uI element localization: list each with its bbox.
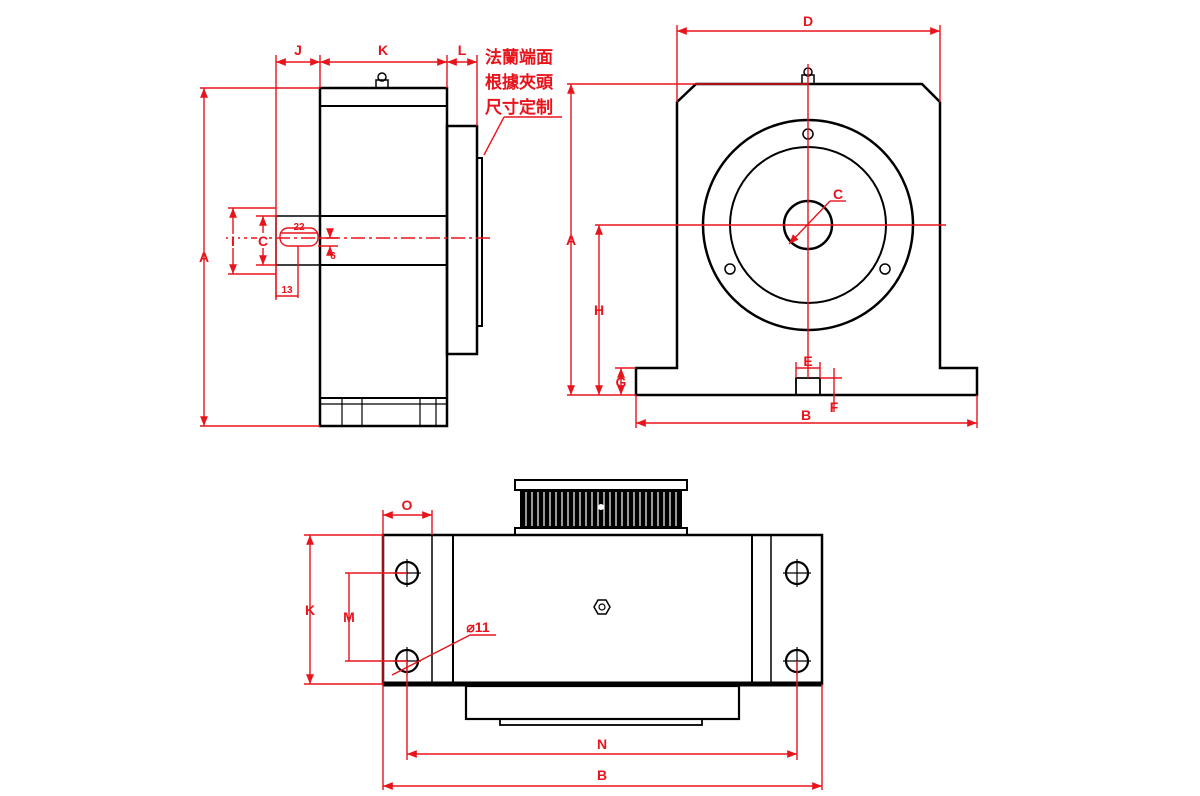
flange-note-line-2: 根據夾頭 bbox=[485, 72, 554, 93]
dim-m-label: M bbox=[343, 609, 355, 625]
grease-fitting-icon bbox=[375, 72, 389, 89]
dim-hole-leader bbox=[391, 634, 471, 676]
flange-note-line-1: 法蘭端面 bbox=[485, 47, 553, 68]
dim-c-side-label: C bbox=[258, 233, 268, 249]
dim-b-front-label: B bbox=[801, 407, 811, 423]
dim-k-label: K bbox=[378, 42, 388, 58]
bolt-hole-icon bbox=[879, 263, 891, 275]
grease-fitting-icon bbox=[593, 599, 611, 615]
pulley-rim bbox=[514, 479, 688, 491]
dim-d-label: D bbox=[803, 13, 813, 29]
flange-face bbox=[476, 157, 483, 327]
dim-e-label: E bbox=[803, 353, 812, 369]
pulley-hub-icon bbox=[598, 504, 604, 510]
flange-note-line-3: 尺寸定制 bbox=[485, 97, 553, 118]
dim-key-width-label: 22 bbox=[293, 222, 305, 233]
dim-i-label: I bbox=[231, 233, 235, 249]
dim-l-label: L bbox=[458, 42, 467, 58]
base-key-notch bbox=[795, 377, 821, 395]
dim-a-side-label: A bbox=[199, 249, 209, 265]
dim-j-label: J bbox=[294, 42, 302, 58]
dim-n-label: N bbox=[597, 736, 607, 752]
side-body bbox=[318, 86, 449, 428]
dim-o-label: O bbox=[402, 497, 413, 513]
front-housing bbox=[634, 82, 979, 397]
dim-key-length-label: 13 bbox=[281, 285, 293, 296]
dim-hole-label: ⌀11 bbox=[466, 619, 489, 635]
flange-note-leader bbox=[483, 116, 505, 156]
dim-h-label: H bbox=[594, 302, 604, 318]
side-view: J K L A I C 22 6 13 法蘭端面 根據夾頭 bbox=[199, 42, 562, 428]
front-view: C D A H G E F B bbox=[566, 13, 979, 428]
mount-hole-icon bbox=[783, 559, 811, 587]
flange bbox=[445, 124, 479, 356]
dim-g-label: G bbox=[616, 374, 627, 390]
key-slot bbox=[279, 227, 319, 247]
dim-c-front-label: C bbox=[833, 186, 843, 202]
dim-f-label: F bbox=[830, 399, 839, 415]
dim-key-height-label: 6 bbox=[330, 251, 336, 262]
top-view: O K M ⌀11 N B bbox=[304, 479, 824, 790]
dim-c-front-line bbox=[788, 200, 831, 245]
dim-b-top-label: B bbox=[597, 767, 607, 783]
top-flange bbox=[464, 684, 741, 721]
bolt-hole-icon bbox=[724, 263, 736, 275]
dim-a-front-label: A bbox=[566, 232, 576, 248]
dim-k-top-label: K bbox=[305, 602, 315, 618]
